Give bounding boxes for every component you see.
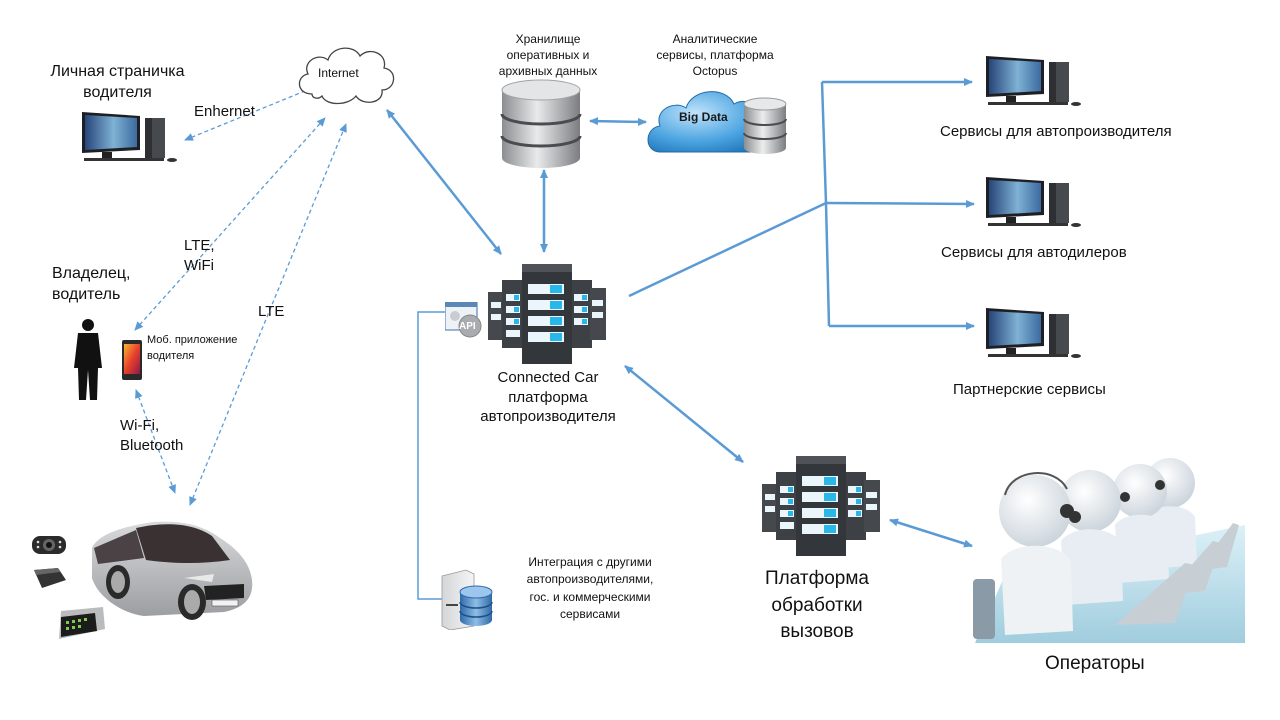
head-unit-icon bbox=[59, 607, 105, 639]
car-icon bbox=[92, 521, 253, 620]
call-center-operators-icon bbox=[973, 458, 1245, 643]
api-badge: API bbox=[459, 321, 476, 332]
big-data-cloud-icon bbox=[647, 91, 787, 154]
storage-bigdata-link bbox=[589, 117, 647, 126]
platform-services-trunk bbox=[628, 201, 827, 298]
database-icon bbox=[500, 79, 582, 168]
internet-platform-link bbox=[386, 109, 502, 255]
lte-label: LTE bbox=[258, 303, 285, 320]
internet-label: Internet bbox=[318, 66, 359, 80]
personal-page-label: Личная страничка водителя bbox=[50, 63, 185, 101]
owner-label: Владелец, водитель bbox=[52, 265, 131, 303]
partner-services-computer-icon bbox=[986, 308, 1081, 358]
lte-link bbox=[189, 123, 347, 506]
server-rack-icon bbox=[488, 264, 606, 364]
api-icon bbox=[445, 302, 482, 338]
manufacturer-services-computer-icon bbox=[986, 56, 1081, 106]
dealer-services-computer-icon bbox=[986, 177, 1081, 227]
lte-wifi-label: LTE, WiFi bbox=[184, 237, 215, 274]
platform-callcenter-link bbox=[624, 365, 744, 463]
storage-label: Хранилище оперативных и архивных данных bbox=[498, 32, 598, 78]
radar-detector-icon bbox=[34, 568, 66, 588]
cloud-icon bbox=[298, 47, 395, 105]
ethernet-label: Enhernet bbox=[194, 103, 255, 120]
call-platform-server-rack-icon bbox=[762, 456, 880, 556]
wifi-bluetooth-link bbox=[135, 389, 176, 494]
dashcam-icon bbox=[32, 536, 66, 554]
callcenter-operators-link bbox=[889, 518, 973, 548]
operators-label: Операторы bbox=[1045, 653, 1145, 674]
platform-label: Connected Car платформа автопроизводител… bbox=[480, 369, 616, 425]
wifi-bluetooth-label: Wi-Fi, Bluetooth bbox=[120, 417, 184, 454]
api-integration-bracket bbox=[417, 311, 445, 600]
person-silhouette-icon bbox=[74, 319, 102, 400]
analytics-label: Аналитические сервисы, платформа Octopus bbox=[656, 32, 774, 78]
dealer-services-label: Сервисы для автодилеров bbox=[941, 244, 1127, 261]
big-data-label: Big Data bbox=[679, 110, 728, 124]
smartphone-icon bbox=[122, 340, 142, 380]
mobile-app-label: Моб. приложение водителя bbox=[147, 334, 238, 362]
integration-label: Интеграция с другими автопроизводителями… bbox=[526, 555, 654, 622]
call-platform-label: Платформа обработки вызовов bbox=[765, 568, 869, 643]
link-dealer-services bbox=[825, 199, 975, 208]
partner-services-label: Партнерские сервисы bbox=[953, 381, 1106, 398]
server-database-icon bbox=[441, 569, 493, 630]
manufacturer-services-label: Сервисы для автопроизводителя bbox=[940, 123, 1172, 140]
desktop-computer-icon bbox=[82, 112, 177, 162]
